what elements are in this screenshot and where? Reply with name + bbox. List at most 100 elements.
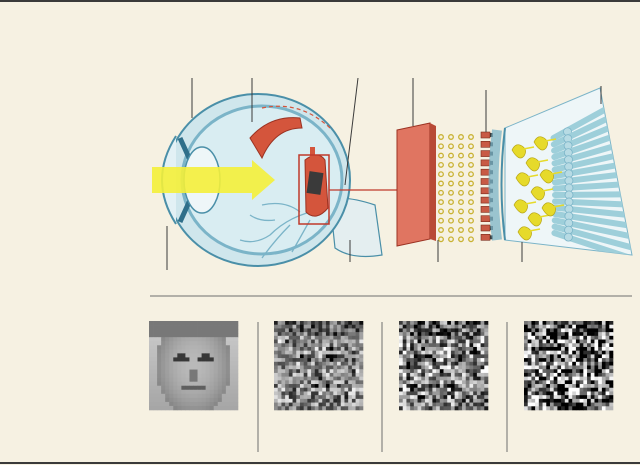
pixel — [189, 397, 194, 403]
pixel — [535, 343, 540, 348]
pixel — [185, 393, 190, 399]
pixel — [454, 350, 459, 355]
pixel — [480, 339, 485, 344]
pixel — [217, 385, 223, 391]
pixel — [417, 384, 422, 389]
pixel — [469, 406, 474, 411]
pixel — [281, 346, 286, 351]
pixel — [598, 324, 603, 329]
pixel — [299, 398, 304, 403]
pixel — [185, 353, 190, 358]
pixel — [217, 341, 223, 346]
pixel — [553, 354, 558, 359]
pixel — [157, 325, 162, 330]
pixel — [292, 343, 297, 348]
pixel — [213, 377, 219, 382]
pixel — [564, 324, 569, 329]
pixel — [447, 380, 452, 385]
pixel — [299, 339, 304, 344]
pixel — [165, 393, 170, 399]
pixel — [153, 369, 158, 374]
pixel — [579, 365, 584, 370]
pixel — [277, 395, 282, 400]
pixel — [205, 321, 210, 326]
pixel — [413, 346, 418, 351]
pixel — [432, 384, 437, 389]
pixel — [447, 372, 452, 377]
pixel — [572, 406, 577, 411]
pixel — [337, 369, 342, 374]
pixel — [153, 397, 158, 403]
pixel — [561, 398, 566, 403]
pixel — [465, 321, 470, 326]
pixel — [601, 387, 606, 392]
pixel — [605, 365, 610, 370]
pixel — [609, 376, 614, 381]
pixel — [288, 335, 293, 340]
pixel — [598, 369, 603, 374]
pixel — [410, 328, 415, 333]
pixel — [590, 339, 595, 344]
pixel — [609, 321, 614, 326]
pixel — [469, 358, 474, 363]
pixel — [337, 343, 342, 348]
pixel — [288, 365, 293, 370]
pixel — [281, 380, 286, 385]
pixel — [406, 391, 411, 396]
pixel — [205, 325, 210, 330]
pixel — [355, 354, 360, 359]
pixel — [424, 358, 429, 363]
pixel — [296, 384, 301, 389]
pixel — [473, 380, 478, 385]
bipolar-dendrite — [539, 138, 557, 143]
pixel — [421, 384, 426, 389]
pixel — [406, 365, 411, 370]
pixel — [531, 380, 536, 385]
pixel — [292, 398, 297, 403]
pixel — [209, 353, 215, 358]
pixel — [359, 380, 364, 385]
pixel — [469, 402, 474, 407]
pixel — [417, 402, 422, 407]
pixel — [428, 335, 433, 340]
pixel — [325, 380, 330, 385]
pixel — [594, 372, 599, 377]
pixel — [157, 353, 162, 358]
pixel — [337, 332, 342, 337]
electrode — [480, 196, 491, 204]
pixel — [590, 387, 595, 392]
pixel — [165, 337, 170, 342]
pixel — [450, 324, 455, 329]
pixel — [598, 354, 603, 359]
pixel — [583, 376, 588, 381]
pixel — [322, 354, 327, 359]
pixel — [169, 389, 174, 395]
pixel — [546, 380, 551, 385]
pixel — [209, 405, 215, 411]
pixel — [524, 324, 529, 329]
pixel — [527, 391, 532, 396]
pixel — [157, 377, 162, 382]
pixel — [359, 332, 364, 337]
pixel — [598, 365, 603, 370]
pixel — [428, 395, 433, 400]
pixel — [169, 349, 174, 354]
pixel — [149, 381, 154, 387]
pixel — [454, 380, 459, 385]
pixel — [546, 376, 551, 381]
pixel — [189, 401, 194, 407]
pixel — [601, 324, 606, 329]
pixel — [307, 354, 312, 359]
pixel — [274, 343, 279, 348]
pixel — [348, 332, 353, 337]
panel-4 — [524, 321, 614, 411]
bipolar-cell — [530, 186, 545, 201]
pixel — [299, 376, 304, 381]
pixel — [564, 321, 569, 326]
pixel — [410, 391, 415, 396]
pixel — [484, 406, 489, 411]
pixel — [311, 384, 316, 389]
electrode — [480, 141, 491, 148]
pixel — [281, 398, 286, 403]
pixel — [311, 346, 316, 351]
